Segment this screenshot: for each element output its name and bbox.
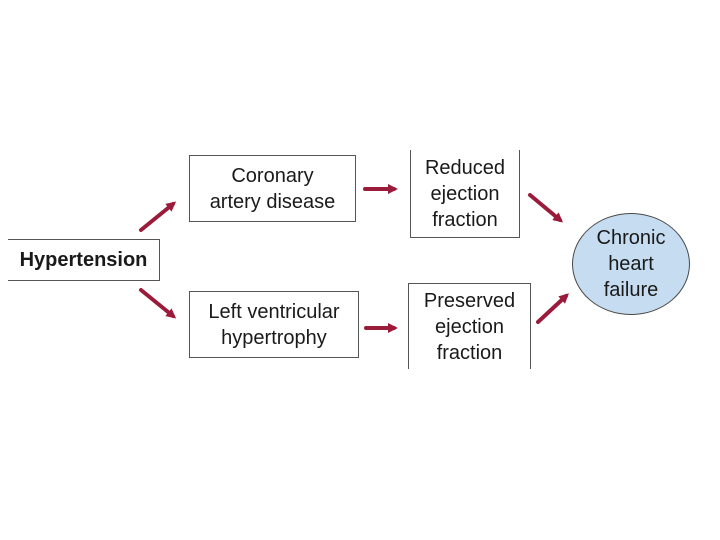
hypertension-box: Hypertension	[8, 239, 160, 281]
chronic-heart-failure-circle: Chronic heart failure	[572, 213, 690, 315]
left-ventricular-hypertrophy-label: Left ventricular hypertrophy	[208, 300, 340, 349]
preserved-ejection-fraction-label: Preserved ejection fraction	[423, 289, 516, 364]
coronary-artery-disease-label: Coronary artery disease	[209, 164, 336, 213]
preserved-ejection-fraction-box: Preserved ejection fraction	[408, 283, 531, 369]
reduced-ejection-fraction-box: Reduced ejection fraction	[410, 150, 520, 238]
arrow-hypertension-to-lvh	[139, 288, 177, 319]
arrow-preserved-ef-to-chf	[536, 293, 569, 324]
coronary-artery-disease-box: Coronary artery disease	[189, 155, 356, 222]
arrow-hypertension-to-cad	[139, 201, 177, 232]
hypertension-label: Hypertension	[19, 249, 148, 271]
chronic-heart-failure-label: Chronic heart failure	[596, 227, 666, 301]
arrow-reduced-ef-to-chf	[528, 193, 564, 223]
reduced-ejection-fraction-label: Reduced ejection fraction	[424, 156, 506, 231]
left-ventricular-hypertrophy-box: Left ventricular hypertrophy	[189, 291, 359, 358]
